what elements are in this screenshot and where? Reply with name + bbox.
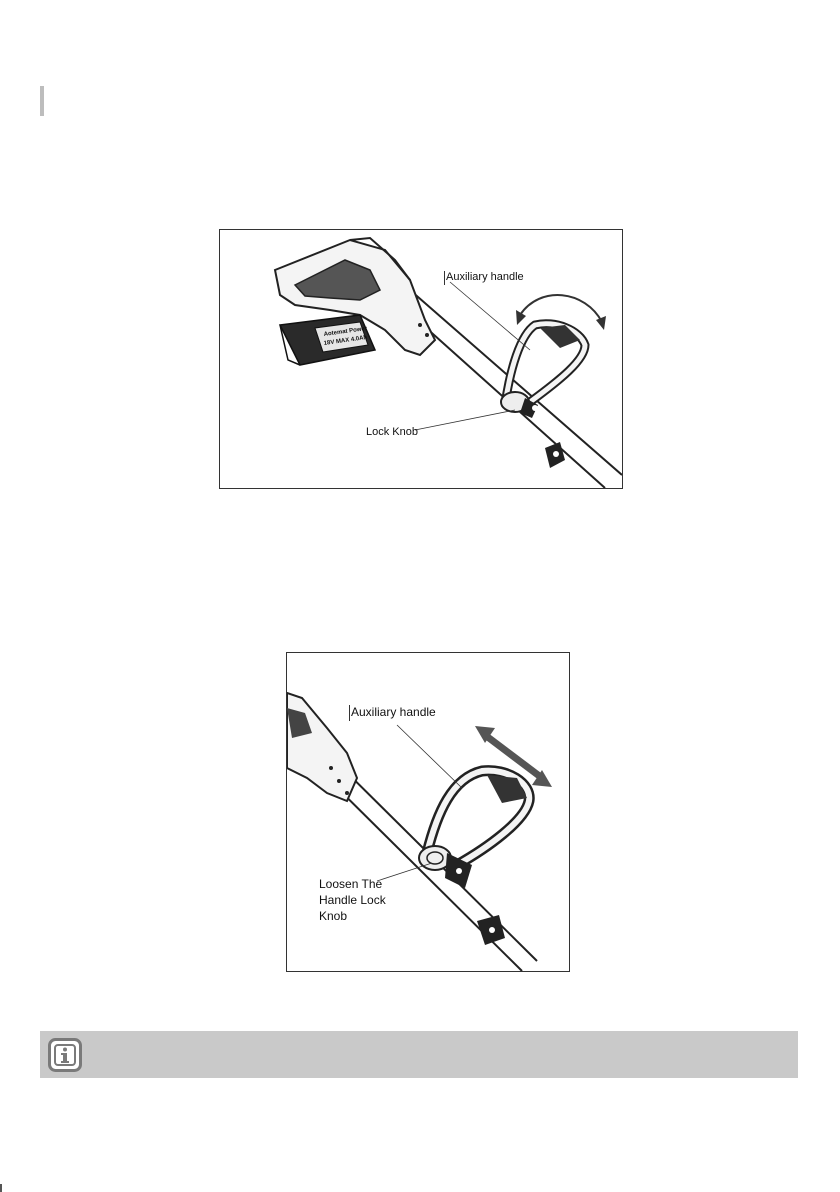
section-marker bbox=[40, 86, 44, 116]
loosen-knob-label-line3: Knob bbox=[319, 909, 347, 924]
auxiliary-handle-label: Auxiliary handle bbox=[351, 705, 436, 720]
lock-knob-label: Lock Knob bbox=[366, 426, 418, 440]
page-corner-mark bbox=[0, 1184, 2, 1192]
loosen-knob-label-line2: Handle Lock bbox=[319, 893, 386, 908]
auxiliary-handle-label: Auxiliary handle bbox=[446, 271, 524, 285]
info-banner bbox=[40, 1031, 798, 1078]
figure-rotate-handle: Aotemat Power 18V MAX 4.0Ah Auxiliary ha… bbox=[219, 229, 623, 489]
label-cursor-mark bbox=[444, 271, 445, 285]
figure-loosen-handle: Auxiliary handle Loosen The Handle Lock … bbox=[286, 652, 570, 972]
trimmer-illustration-1: Aotemat Power 18V MAX 4.0Ah bbox=[220, 230, 622, 488]
label-cursor-mark bbox=[349, 705, 350, 721]
info-icon bbox=[48, 1038, 82, 1072]
loosen-knob-label-line1: Loosen The bbox=[319, 877, 382, 892]
